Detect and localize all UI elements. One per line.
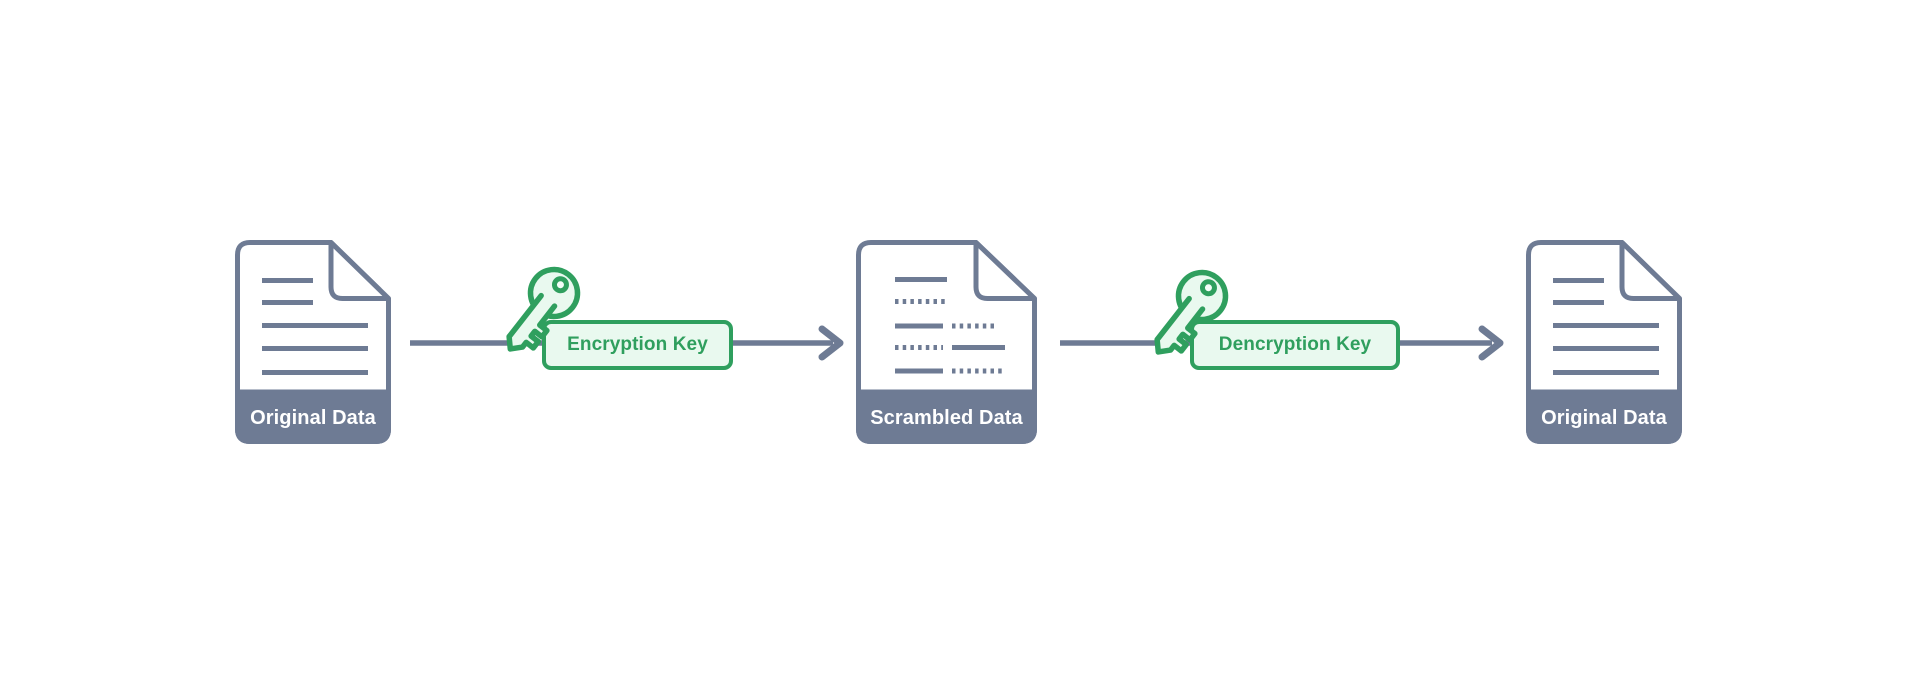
node-original-data-1: Original Data <box>235 240 391 444</box>
label-band <box>856 389 1037 444</box>
arrowhead-icon <box>1478 325 1504 361</box>
folded-corner-icon <box>328 240 391 301</box>
document-label: Original Data <box>1541 406 1667 429</box>
document-text-lines <box>262 278 368 375</box>
folded-corner-icon <box>973 240 1037 301</box>
document-label: Original Data <box>250 406 376 429</box>
label-band <box>235 389 391 444</box>
encryption-key-label: Encryption Key <box>567 334 708 355</box>
document-text-lines <box>1553 278 1659 375</box>
document-icon <box>1526 240 1682 444</box>
node-original-data-2: Original Data <box>1526 240 1682 444</box>
document-label: Scrambled Data <box>870 406 1023 429</box>
key-icon <box>1154 269 1229 355</box>
encryption-key-badge: Encryption Key <box>542 320 733 370</box>
dencryption-key-label: Dencryption Key <box>1218 334 1372 355</box>
label-band <box>1526 389 1682 444</box>
document-icon <box>235 240 391 444</box>
node-scrambled-data: Scrambled Data <box>856 240 1037 444</box>
folded-corner-icon <box>1619 240 1682 301</box>
document-scrambled-lines <box>895 277 1005 374</box>
key-icon <box>506 266 581 352</box>
dencryption-key-badge: Dencryption Key <box>1190 320 1400 370</box>
document-scrambled-icon <box>856 240 1037 444</box>
arrowhead-icon <box>818 325 844 361</box>
